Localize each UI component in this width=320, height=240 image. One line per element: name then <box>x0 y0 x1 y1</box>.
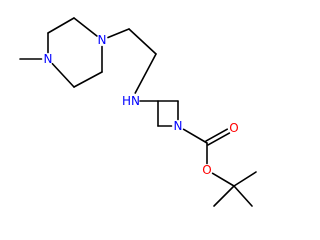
bond-c_quat-c_tbu_b <box>233 185 253 207</box>
single-bond-line <box>128 28 157 55</box>
single-bond-line <box>233 171 257 187</box>
bond-c_quat-c_tbu_a <box>233 171 257 187</box>
molecule-structure: N N HN N O O <box>19 17 257 207</box>
bond-c_quat-c_tbu_c <box>213 185 235 207</box>
bond-c_ethyl_1-c_ethyl_2 <box>128 28 157 55</box>
bond-c_carbonyl-o_carbonyl <box>205 128 231 146</box>
bond-n_pip_4-c_ethyl_1 <box>107 28 130 39</box>
atom-label-n-pip-4: N <box>98 33 107 47</box>
bond-c_pip_c-c_pip_d <box>73 71 103 88</box>
atom-label-n-az-1: N <box>174 119 183 133</box>
double-bond-line <box>207 132 231 146</box>
single-bond-line <box>107 28 130 39</box>
atom-label-o-carbonyl: O <box>229 121 238 135</box>
bond-c_pip_b-n_pip_4 <box>73 17 98 37</box>
bond-o_ester-c_quat <box>211 172 235 187</box>
bond-c_pip_a-c_pip_b <box>47 17 75 34</box>
double-bond-line <box>205 128 229 142</box>
single-bond-line <box>51 62 75 88</box>
bond-c_pip_d-n_pip_1 <box>51 62 75 88</box>
atom-label-n-amine: HN <box>122 94 140 108</box>
bond-layer <box>19 17 257 207</box>
single-bond-line <box>233 185 253 207</box>
atom-label-layer: N N HN N O O <box>44 33 239 177</box>
single-bond-line <box>134 53 157 94</box>
atom-label-o-ester: O <box>202 163 211 177</box>
single-bond-line <box>211 172 235 187</box>
single-bond-line <box>73 71 103 88</box>
single-bond-line <box>73 17 98 37</box>
bond-n_az_1-c_carbonyl <box>182 128 208 144</box>
single-bond-line <box>213 185 235 207</box>
bond-c_ethyl_2-n_amine <box>134 53 157 94</box>
atom-label-n-pip-1: N <box>44 52 53 66</box>
structure-diagram: N N HN N O O <box>19 17 257 207</box>
single-bond-line <box>182 128 208 144</box>
single-bond-line <box>47 17 75 34</box>
